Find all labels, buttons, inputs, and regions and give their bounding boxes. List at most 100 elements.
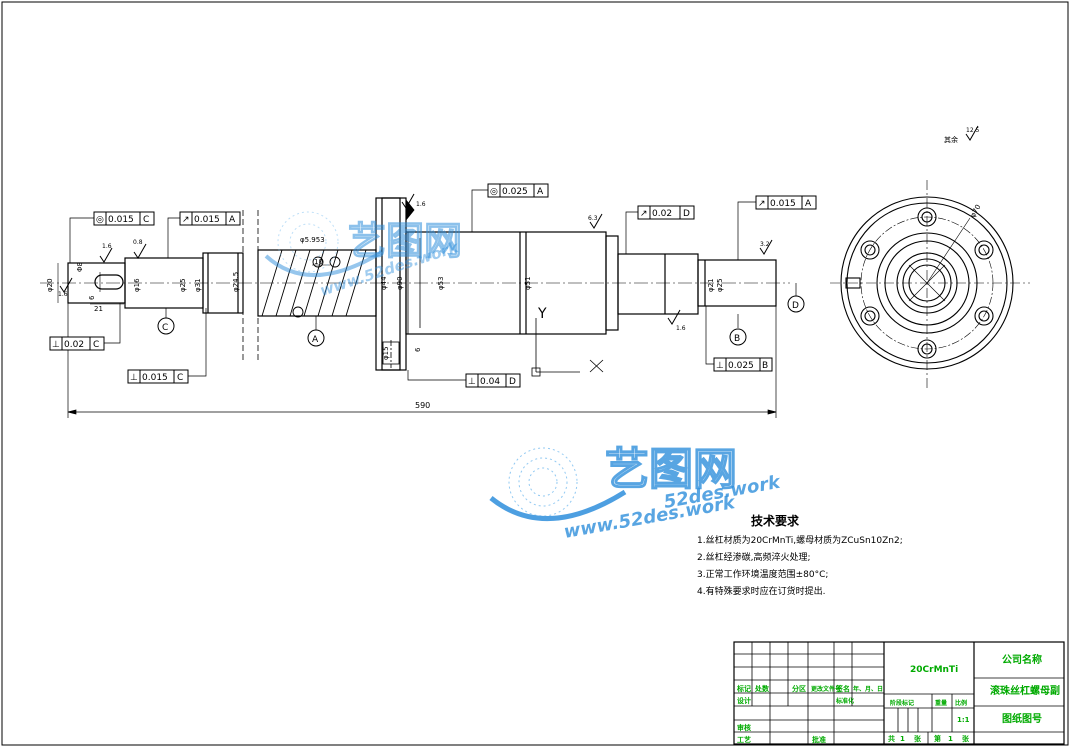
dim-d20: φ20 [46,278,54,292]
dim-d53: φ53 [437,276,445,290]
svg-text:A: A [229,215,236,225]
svg-text:1.6: 1.6 [416,201,426,208]
svg-text:↗: ↗ [758,199,766,209]
svg-text:1:1: 1:1 [957,716,970,724]
svg-text:工艺: 工艺 [737,735,751,744]
tb-material: 20CrMnTi [910,665,958,675]
requirement-4: 4.有特殊要求时应在订货时提出. [697,587,826,597]
svg-text:0.025: 0.025 [502,187,528,197]
svg-text:A: A [537,187,544,197]
right-journal [697,259,777,307]
tb-drawing-no: 图纸图号 [1002,712,1042,725]
requirement-2: 2.丝杠经渗碳,高频淬火处理; [697,553,811,563]
svg-text:1: 1 [948,735,953,743]
oil-port [845,277,861,289]
svg-text:C: C [162,323,168,333]
dim-590: 590 [415,401,430,410]
svg-text:6.3: 6.3 [588,215,598,222]
svg-text:处数: 处数 [754,684,770,693]
svg-text:D: D [683,209,690,219]
svg-text:D: D [792,301,799,311]
svg-text:0.02: 0.02 [652,209,672,219]
dim-d21: φ21 [707,278,715,292]
svg-text:0.015: 0.015 [108,215,134,225]
svg-text:1.6: 1.6 [676,325,686,332]
svg-text:C: C [93,340,99,350]
dim-d15: φ15 [382,346,390,360]
dim-6: 6 [414,347,422,352]
gt-frame-perp-b: ⊥ 0.025 B [713,357,773,372]
flange-mark [405,198,415,222]
svg-text:3.2: 3.2 [760,241,770,248]
svg-text:设计: 设计 [737,696,751,705]
dim-d90: φ90 [396,276,404,290]
svg-text:重量: 重量 [935,699,947,707]
dim-d25-right: φ25 [716,278,724,292]
bolt-hole-3 [974,306,994,326]
svg-text:1: 1 [900,735,905,743]
dim-d44: φ44 [380,276,388,290]
gt-frame-runout-d: ↗ 0.02 D [637,205,695,220]
svg-text:比例: 比例 [955,699,967,707]
dim-d70: φ70 [969,203,983,219]
gt-frame-perp-d: ⊥ 0.04 D [465,373,521,388]
svg-text:12.5: 12.5 [966,127,980,134]
y-axis-label: Y [537,306,547,322]
leader-lines [69,189,797,381]
dim-d31: φ31 [194,278,202,292]
ball-1 [292,306,304,318]
svg-text:标记: 标记 [736,684,751,693]
detail-dimension-lines [57,263,330,305]
dim-d24-5: φ24.5 [232,272,240,292]
datum-d [787,295,805,313]
svg-text:↗: ↗ [182,215,190,225]
svg-text:0.015: 0.015 [194,215,220,225]
ball-screw-shaft [67,197,777,371]
svg-text:D: D [509,377,516,387]
gt-frame-concentric-a: ◎ 0.025 A [487,183,549,198]
svg-text:0.02: 0.02 [64,340,84,350]
svg-text:阶段标记: 阶段标记 [890,699,914,707]
tb-company: 公司名称 [1002,653,1042,666]
svg-text:年、月、日: 年、月、日 [853,685,883,693]
svg-text:⊥: ⊥ [468,377,476,387]
svg-text:◎: ◎ [96,215,104,225]
bolt-hole-1 [917,207,937,227]
svg-text:⊥: ⊥ [52,340,60,350]
roughness-symbols [59,125,979,325]
end-view [830,180,1030,390]
title-block [733,641,1065,745]
datum-markers [157,295,805,347]
dim-d5-953: φ5.953 [300,236,325,244]
gt-frame-concentric-c: ◎ 0.015 C [93,211,155,226]
svg-text:0.025: 0.025 [728,361,754,371]
tolerance-frames: ◎ 0.015 C ↗ 0.015 A ◎ 0.025 A ↗ 0.02 D [49,183,817,388]
svg-text:分区: 分区 [792,684,806,693]
dim-key-w: Φ8 [76,262,84,272]
svg-text:0.015: 0.015 [142,373,168,383]
svg-text:↗: ↗ [640,209,648,219]
break-lines [242,210,259,360]
requirements-title: 技术要求 [751,514,800,528]
requirement-3: 3.正常工作环境温度范围±80°C; [697,570,829,580]
gt-frame-perp-c: ⊥ 0.015 C [127,369,189,384]
svg-text:C: C [177,373,183,383]
svg-text:共: 共 [888,734,895,743]
bearing-seat-right [617,253,699,315]
svg-text:1.6: 1.6 [58,291,68,298]
tb-drawing-name: 滚珠丝杠螺母副 [990,684,1060,697]
bolt-hole-4 [917,339,937,359]
svg-text:1.6: 1.6 [102,243,112,250]
dim-d51: φ51 [524,276,532,290]
svg-text:⊥: ⊥ [130,373,138,383]
bolt-hole-2 [974,240,994,260]
gt-frame-perp-c-small: ⊥ 0.02 C [49,336,105,351]
dim-key-h: 6 [88,295,96,300]
gt-frame-runout-a-right: ↗ 0.015 A [755,195,817,210]
bolt-circle [860,216,994,350]
svg-text:其余: 其余 [944,135,958,144]
gt-frame-runout-a-left: ↗ 0.015 A [179,211,241,226]
dim-d25-left: φ25 [179,278,187,292]
bolt-hole-5 [860,306,880,326]
